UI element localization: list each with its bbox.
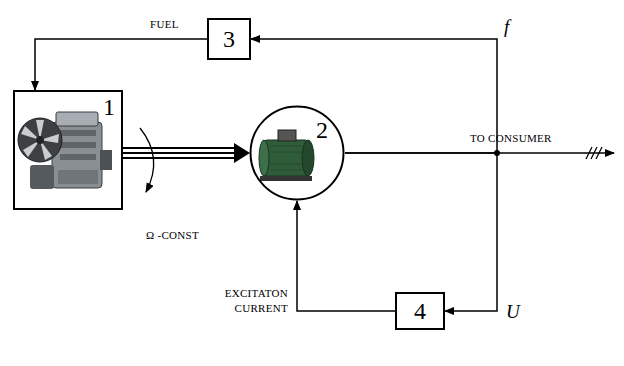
callout-number: 4 — [414, 299, 426, 323]
connector — [297, 201, 395, 311]
connector — [35, 39, 207, 90]
signal-name: f — [504, 17, 510, 36]
part-label: Ω -CONST — [146, 228, 199, 243]
output-line — [497, 152, 614, 154]
rotation-arrow — [140, 128, 154, 192]
part-label: TO CONSUMER — [470, 131, 552, 146]
generator-picture — [259, 130, 314, 181]
part-label: EXCITATON CURRENT — [180, 286, 288, 316]
part-label: FUEL — [150, 17, 179, 32]
callout-number: 1 — [103, 95, 115, 119]
block-box: 1 — [13, 90, 123, 210]
block-box: 4 — [395, 292, 445, 330]
shaft-arrow — [123, 143, 250, 163]
callout-number: 3 — [223, 27, 235, 51]
signal-name: U — [506, 302, 520, 321]
callout-number: 2 — [316, 118, 328, 142]
engine-picture — [18, 112, 112, 189]
connector — [345, 153, 497, 311]
generator-circle: 2 — [249, 105, 345, 201]
three-phase-mark — [586, 147, 602, 159]
circle-outline — [249, 105, 345, 201]
block-box: 3 — [207, 18, 251, 60]
connector — [251, 39, 497, 153]
